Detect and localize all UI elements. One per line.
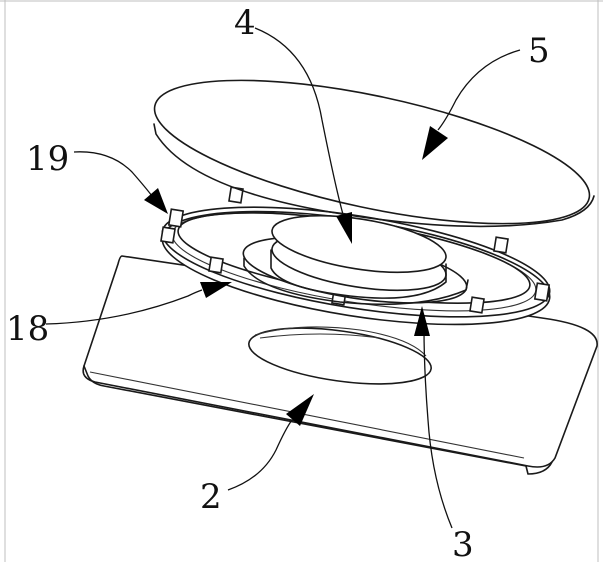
- label-part-5: 5: [528, 31, 550, 71]
- ring-tabs: [160, 186, 551, 314]
- top-cover-disc: [153, 79, 595, 228]
- leader-lines: [45, 27, 521, 529]
- label-part-18: 18: [6, 309, 49, 349]
- reference-numerals: 4 5 19 18 2 3: [6, 3, 550, 562]
- center-disc: [270, 214, 447, 299]
- label-part-19: 19: [26, 139, 69, 179]
- label-part-4: 4: [234, 3, 256, 43]
- label-part-2: 2: [200, 477, 222, 517]
- label-part-3: 3: [452, 525, 474, 562]
